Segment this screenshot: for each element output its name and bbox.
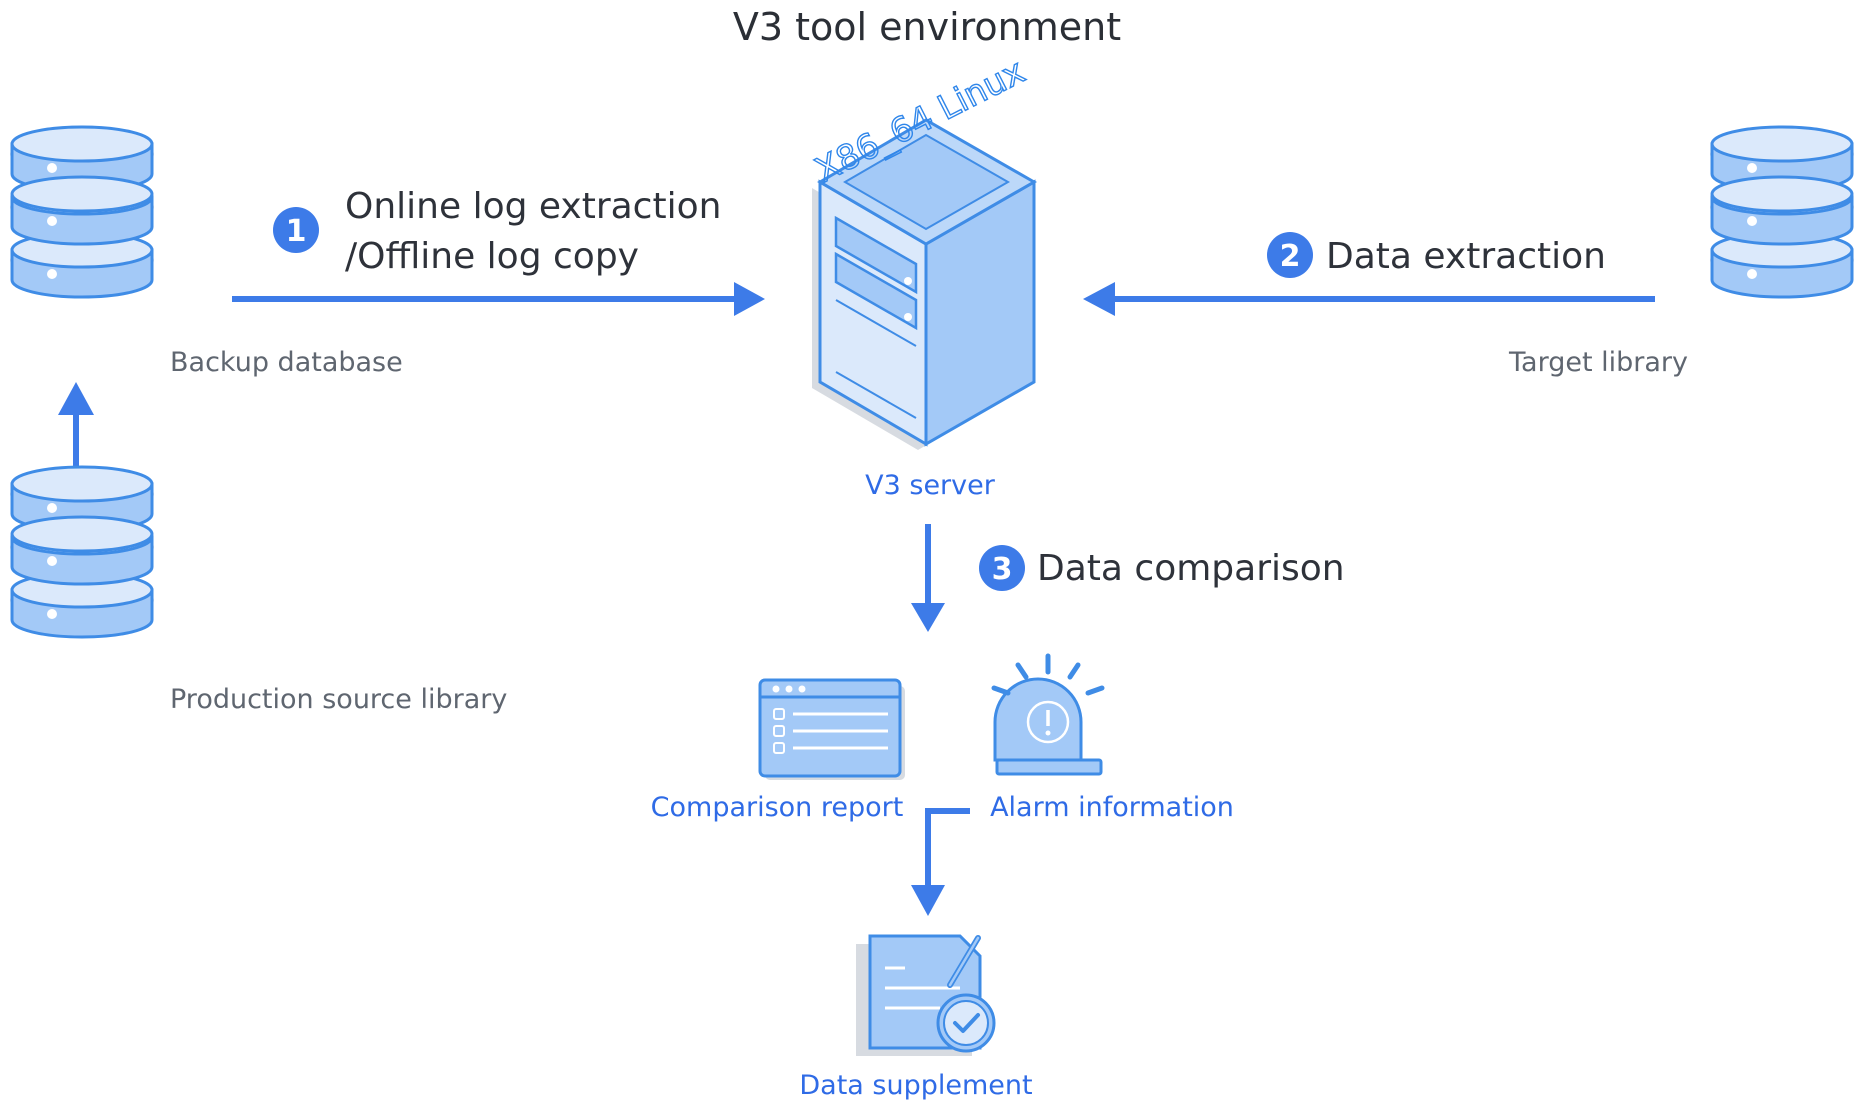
step-3-badge: 3: [979, 545, 1025, 591]
data-supplement-label: Data supplement: [799, 1070, 1032, 1101]
production-source-label: Production source library: [170, 684, 507, 715]
step-1-badge: 1: [273, 207, 319, 253]
step-1-text-line1: Online log extraction: [345, 186, 721, 227]
backup-database-label: Backup database: [170, 347, 403, 378]
svg-text:3: 3: [992, 552, 1013, 587]
target-database-icon: [1708, 125, 1855, 299]
step-2-badge: 2: [1267, 232, 1313, 278]
arrow-server-to-results: [911, 524, 945, 632]
production-source-database-icon: [8, 465, 156, 639]
alarm-information-label: Alarm information: [990, 792, 1234, 823]
server-icon: [812, 118, 1038, 450]
step-1-text-line2: /Offline log copy: [345, 236, 639, 277]
target-library-label: Target library: [1508, 347, 1688, 378]
document-check-icon: [856, 934, 996, 1056]
svg-text:1: 1: [286, 214, 307, 249]
backup-database-icon: [8, 125, 156, 299]
comparison-report-label: Comparison report: [651, 792, 904, 823]
svg-text:2: 2: [1280, 239, 1301, 274]
report-window-icon: [758, 678, 905, 780]
diagram-title: V3 tool environment: [733, 5, 1121, 49]
step-2-text: Data extraction: [1326, 236, 1606, 277]
arrow-backup-to-server: [232, 282, 765, 316]
arrow-target-to-server: [1083, 282, 1655, 316]
step-3-text: Data comparison: [1037, 548, 1345, 589]
arrow-results-to-supplement: [911, 808, 970, 916]
alarm-siren-icon: [991, 653, 1105, 776]
server-label: V3 server: [865, 470, 996, 501]
